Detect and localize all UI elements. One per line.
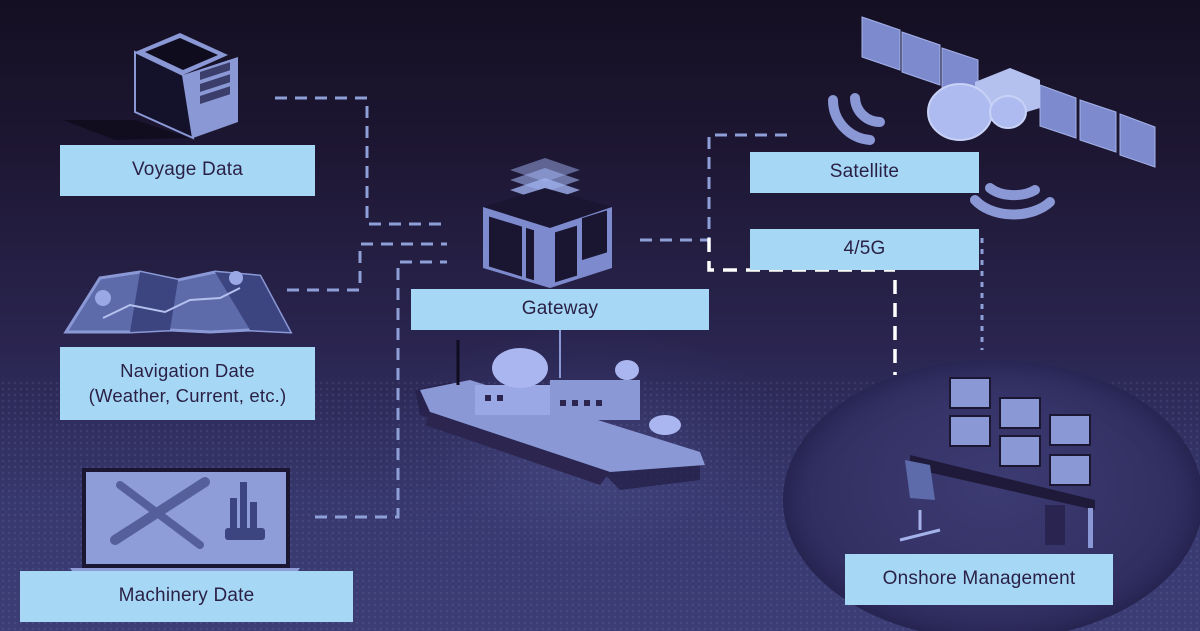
edge-navigation-gateway — [287, 242, 447, 292]
onshore-management-text: Onshore Management — [882, 568, 1076, 590]
navigation-data-line1: Navigation Date — [120, 360, 255, 382]
edge-gateway-cellular — [707, 238, 895, 272]
gateway-label: Gateway — [411, 289, 709, 330]
onshore-management-label: Onshore Management — [845, 554, 1113, 605]
navigation-data-line2: (Weather, Current, etc.) — [88, 384, 287, 406]
cellular-label: 4/5G — [750, 229, 979, 270]
edge-voyage-gateway — [275, 96, 447, 226]
navigation-data-label: Navigation Date (Weather, Current, etc.) — [60, 347, 315, 420]
machinery-data-text: Machinery Date — [118, 585, 255, 607]
edge-gateway-satellite — [640, 133, 795, 242]
satellite-text: Satellite — [829, 161, 900, 183]
satellite-label: Satellite — [750, 152, 979, 193]
voyage-data-text: Voyage Data — [131, 159, 243, 181]
edge-machinery-gateway — [315, 260, 447, 519]
gateway-text: Gateway — [521, 298, 599, 320]
cellular-text: 4/5G — [843, 238, 886, 260]
voyage-data-label: Voyage Data — [60, 145, 315, 196]
machinery-data-label: Machinery Date — [20, 571, 353, 622]
